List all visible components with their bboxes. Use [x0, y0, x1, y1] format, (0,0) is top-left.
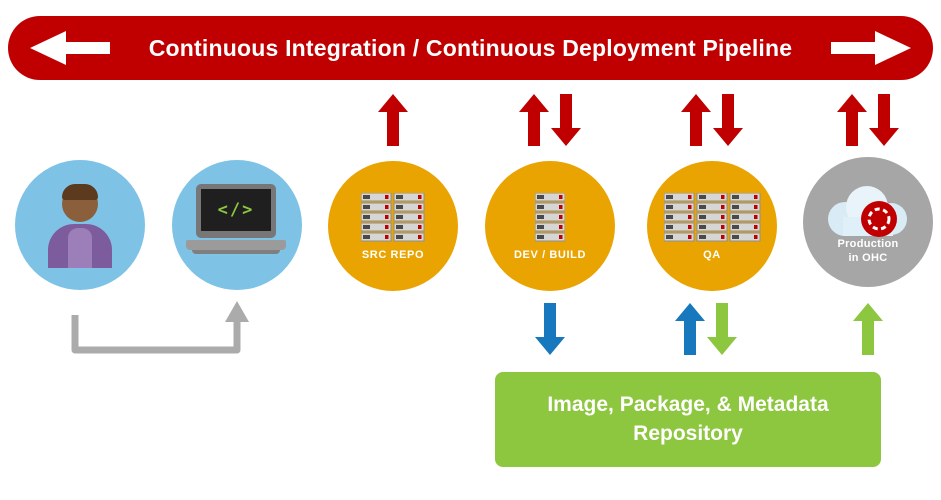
pipeline-banner: Continuous Integration / Continuous Depl… [8, 16, 933, 80]
node-workstation: </> [172, 160, 302, 290]
node-label: Production in OHC [803, 237, 933, 266]
person-shirt [68, 228, 92, 268]
node-label-line2: in OHC [848, 252, 888, 265]
red-up-arrow-icon [378, 94, 408, 146]
red-up-arrow-icon [519, 94, 549, 146]
laptop-code-icon: </> [172, 160, 302, 290]
server-stack-icon [535, 193, 565, 242]
node-label: QA [703, 249, 721, 261]
repository-box-line2: Repository [633, 421, 743, 445]
blue-down-arrow-icon [535, 303, 565, 355]
repository-box-line1: Image, Package, & Metadata [547, 393, 829, 417]
person-hair [62, 184, 98, 200]
laptop-base-edge [192, 250, 280, 254]
gray-up-arrowhead [225, 301, 249, 322]
node-qa: QA [647, 161, 777, 291]
red-down-arrow-icon [551, 94, 581, 146]
red-down-arrow-icon [869, 94, 899, 146]
green-down-arrow-icon [707, 303, 737, 355]
blue-up-arrow-icon [675, 303, 705, 355]
pipeline-title: Continuous Integration / Continuous Depl… [148, 34, 793, 61]
node-label-line1: Production [837, 238, 899, 250]
node-dev-build: DEV / BUILD [485, 161, 615, 291]
laptop-base [186, 240, 286, 250]
person-icon [15, 160, 145, 290]
node-label: SRC REPO [361, 249, 425, 261]
green-up-arrow-icon [853, 303, 883, 355]
arrow-left-icon [30, 31, 110, 65]
cloud-openshift-icon [828, 186, 907, 237]
red-up-arrow-icon [681, 94, 711, 146]
openshift-logo [861, 201, 897, 237]
server-stack-icon [361, 193, 425, 242]
laptop-display: </> [201, 189, 271, 231]
red-up-arrow-icon [837, 94, 867, 146]
red-down-arrow-icon [713, 94, 743, 146]
node-developer [15, 160, 145, 290]
code-glyph: </> [217, 200, 255, 220]
arrow-right-icon [831, 31, 911, 65]
node-src-repo: SRC REPO [328, 161, 458, 291]
developer-to-workstation-connector [71, 301, 249, 354]
repository-box: Image, Package, & Metadata Repository [495, 372, 881, 467]
node-label: DEV / BUILD [514, 249, 586, 261]
server-stack-icon [664, 193, 761, 242]
node-production: Production in OHC [803, 157, 933, 287]
